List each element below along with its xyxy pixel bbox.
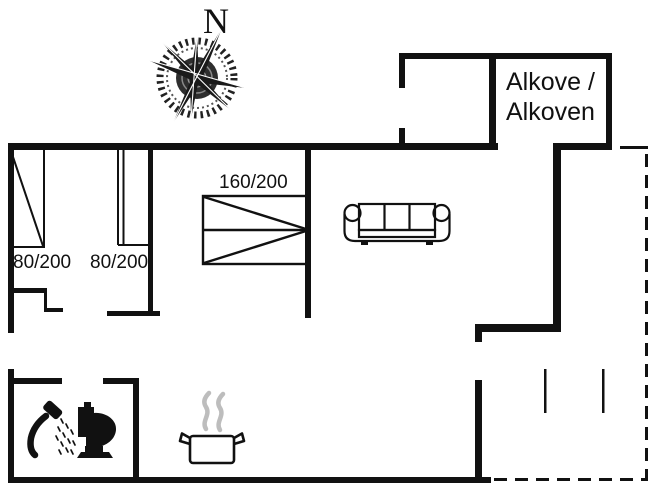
room-label-alkove-line2: Alkoven (506, 97, 595, 126)
compass-rose-icon (147, 27, 247, 124)
single-bed-icon (10, 150, 45, 248)
shower-icon (27, 400, 76, 459)
toilet-icon (77, 402, 117, 458)
exterior-walls (8, 53, 612, 483)
terrace-boundary (494, 146, 648, 481)
single-bed-icon (117, 148, 150, 246)
sofa-icon (343, 202, 451, 245)
room-label-alkove-line1: Alkove / (506, 68, 595, 96)
bed-size-label-single-right: 80/200 (90, 252, 149, 273)
north-label: N (203, 1, 229, 41)
bed-size-label-double: 160/200 (219, 172, 288, 193)
bed-size-label-single-left: 80/200 (13, 252, 72, 273)
double-bed-icon (201, 194, 309, 266)
room-label-alkove: Alkove / Alkoven (506, 68, 595, 127)
cooking-pot-icon (178, 390, 246, 465)
